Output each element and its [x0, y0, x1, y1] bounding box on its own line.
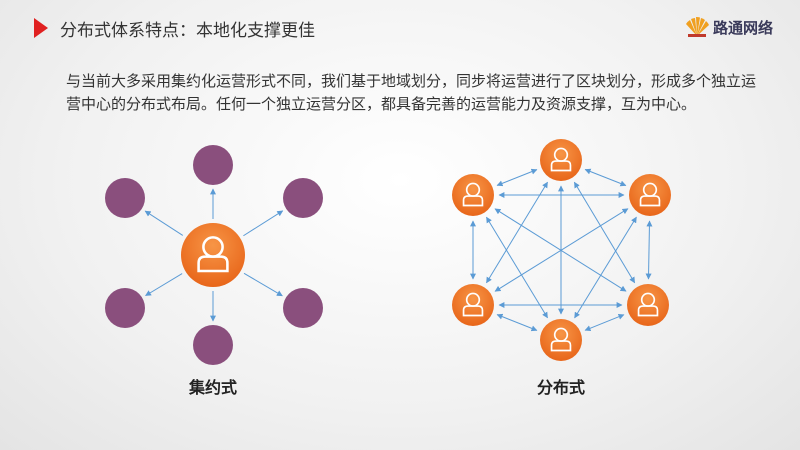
bidirectional-arrow	[573, 181, 636, 284]
peripheral-node	[283, 178, 323, 218]
center-node	[181, 223, 245, 287]
bidirectional-arrow	[584, 313, 625, 332]
arrow	[145, 273, 183, 297]
arrow	[243, 210, 284, 237]
centralized-diagram	[105, 145, 323, 365]
distributed-label: 分布式	[536, 378, 585, 397]
bidirectional-arrow	[645, 220, 653, 280]
title-arrow-icon	[34, 18, 48, 38]
peripheral-node	[193, 325, 233, 365]
peripheral-node	[193, 145, 233, 185]
bidirectional-arrow	[496, 313, 538, 332]
peripheral-node	[283, 288, 323, 328]
distributed-node	[452, 284, 494, 326]
logo-shell-icon	[686, 16, 709, 37]
arrow	[243, 272, 283, 297]
distributed-node	[540, 139, 582, 181]
distributed-diagram	[452, 139, 671, 361]
arrow	[144, 210, 184, 236]
intro-paragraph: 与当前大多采用集约化运营形式不同，我们基于地域划分，同步将运营进行了区块划分，形…	[66, 72, 757, 113]
logo: 路通网络	[684, 16, 773, 38]
bidirectional-arrow	[496, 168, 538, 187]
centralized-label: 集约式	[188, 378, 237, 397]
bidirectional-arrow	[584, 168, 627, 187]
distributed-node	[452, 174, 494, 216]
peripheral-node	[105, 288, 145, 328]
page-title: 分布式体系特点：本地化支撑更佳	[60, 21, 315, 41]
distributed-node	[629, 174, 671, 216]
logo-text: 路通网络	[713, 18, 774, 37]
distributed-node	[540, 319, 582, 361]
bidirectional-arrow	[574, 216, 637, 319]
peripheral-node	[105, 178, 145, 218]
distributed-node	[627, 284, 669, 326]
